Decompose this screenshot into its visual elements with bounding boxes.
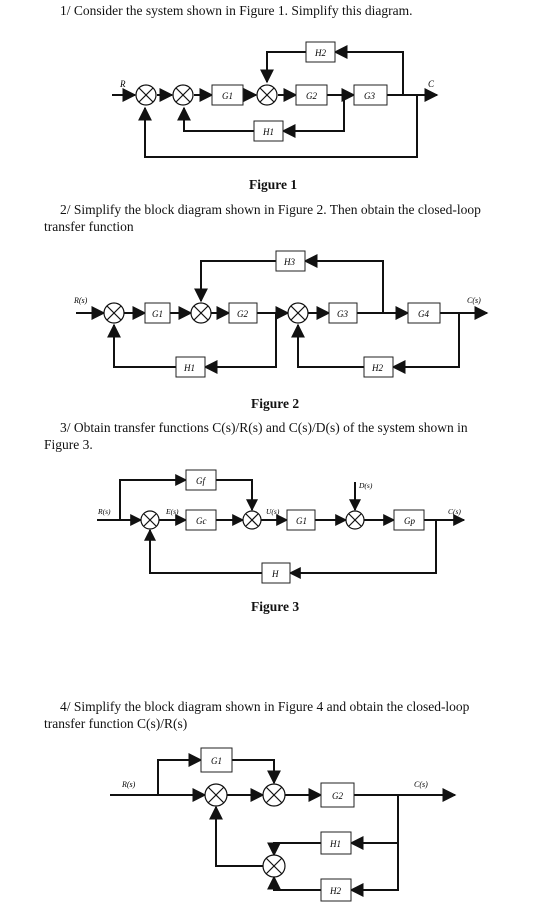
label-r: R (119, 79, 126, 89)
block-g3 (328, 302, 358, 324)
label-h1: H1 (183, 363, 195, 373)
summing-junction-3 (256, 84, 278, 106)
summing-junction-1 (103, 302, 125, 324)
summing-junction-3 (287, 302, 309, 324)
label-g3: G3 (364, 91, 375, 101)
label-g1: G1 (152, 309, 163, 319)
label-g1: G1 (222, 91, 233, 101)
label-e: E(s) (165, 507, 179, 516)
block-g4 (407, 302, 441, 324)
block-g2 (320, 782, 355, 808)
label-g2: G2 (237, 309, 248, 319)
label-r: R(s) (73, 296, 88, 305)
summing-junction-1 (204, 783, 228, 807)
block-h1 (175, 356, 206, 378)
label-c: C(s) (467, 296, 481, 305)
block-g1 (211, 84, 244, 106)
label-h2: H2 (371, 363, 383, 373)
summing-junction-2 (242, 510, 262, 530)
label-h2: H2 (314, 48, 326, 58)
question-2: 2/ Simplify the block diagram shown in F… (44, 201, 524, 235)
block-gc (185, 509, 217, 531)
question-3-line-1: 3/ Obtain transfer functions C(s)/R(s) a… (60, 420, 468, 435)
summing-junction-3 (262, 854, 286, 878)
label-g1: G1 (296, 516, 307, 526)
label-g2: G2 (332, 791, 343, 801)
block-g1 (144, 302, 171, 324)
label-r: R(s) (97, 507, 111, 516)
label-h1: H1 (329, 839, 341, 849)
label-g4: G4 (418, 309, 429, 319)
block-gp (393, 509, 425, 531)
summing-junction-1 (140, 510, 160, 530)
label-g2: G2 (306, 91, 317, 101)
label-h: H (271, 569, 279, 579)
block-h1 (253, 120, 284, 142)
figure-1-caption: Figure 1 (249, 177, 298, 192)
figure-3-diagram: Gf Gc G1 Gp H R(s) E(s) U(s) D(s) C(s) (97, 469, 466, 584)
block-g3 (353, 84, 388, 106)
question-3: 3/ Obtain transfer functions C(s)/R(s) a… (44, 419, 524, 453)
label-gf: Gf (196, 476, 206, 486)
summing-junction-2 (190, 302, 212, 324)
block-h (261, 562, 291, 584)
block-h3 (275, 250, 306, 272)
label-g3: G3 (337, 309, 348, 319)
label-h1: H1 (262, 127, 274, 137)
block-g2 (228, 302, 258, 324)
block-h1 (320, 831, 352, 855)
summing-junction-1 (135, 84, 157, 106)
label-gp: Gp (404, 516, 415, 526)
summing-junction-3 (345, 510, 365, 530)
label-h2: H2 (329, 886, 341, 896)
block-h2 (305, 41, 336, 63)
label-c: C(s) (448, 507, 461, 516)
figure-2-caption: Figure 2 (251, 396, 300, 411)
question-4-line-2: transfer function C(s)/R(s) (44, 716, 188, 731)
label-c: C(s) (414, 780, 428, 789)
figure-2-diagram: G1 G2 G3 G4 H3 H1 H2 R(s) C(s) (73, 250, 489, 378)
summing-junction-2 (172, 84, 194, 106)
block-h2 (363, 356, 394, 378)
question-1-text: 1/ Consider the system shown in Figure 1… (60, 3, 413, 18)
question-4: 4/ Simplify the block diagram shown in F… (44, 698, 524, 732)
label-g1: G1 (211, 756, 222, 766)
figure-4-diagram: G1 G2 H1 H2 R(s) C(s) (110, 747, 457, 902)
label-gc: Gc (196, 516, 207, 526)
block-gf (185, 469, 217, 491)
label-d: D(s) (358, 481, 373, 490)
block-g1 (286, 509, 316, 531)
question-2-line-1: 2/ Simplify the block diagram shown in F… (60, 202, 481, 217)
question-4-line-1: 4/ Simplify the block diagram shown in F… (60, 699, 470, 714)
block-h2 (320, 878, 352, 902)
figure-3-caption: Figure 3 (251, 599, 300, 614)
block-g1 (200, 747, 233, 773)
question-3-line-2: Figure 3. (44, 437, 93, 452)
label-u: U(s) (266, 507, 280, 516)
label-h3: H3 (283, 257, 295, 267)
question-2-line-2: transfer function (44, 219, 134, 234)
label-r: R(s) (121, 780, 136, 789)
summing-junction-2 (262, 783, 286, 807)
question-1: 1/ Consider the system shown in Figure 1… (60, 2, 412, 19)
block-g2 (295, 84, 328, 106)
figure-1-diagram: G1 G2 G3 H2 H1 R C (112, 41, 439, 158)
label-c: C (428, 79, 435, 89)
